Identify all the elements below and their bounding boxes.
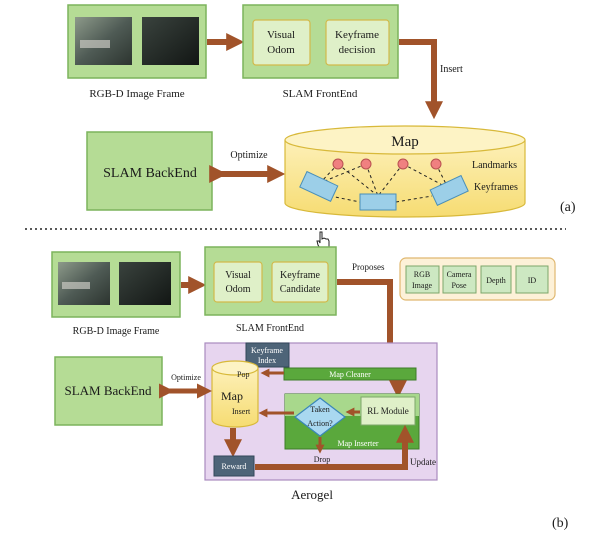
optimize-label-a: Optimize <box>230 150 268 161</box>
keyframe-index-line2: Index <box>258 356 276 365</box>
update-label: Update <box>410 457 436 467</box>
rgb-image-desk-b <box>62 282 90 289</box>
proposes-label-b: Proposes <box>352 262 385 272</box>
map-cleaner-label: Map Cleaner <box>329 370 371 379</box>
slam-backend-box-a <box>86 131 213 211</box>
rl-module-box <box>360 396 416 426</box>
visual-odom-box-b <box>213 261 263 303</box>
frontend-label-b: SLAM FrontEnd <box>236 323 304 334</box>
frontend-label-a: SLAM FrontEnd <box>283 88 358 100</box>
keyframe-candidate-line2-b: Candidate <box>280 284 321 295</box>
landmarks-label-a: Landmarks <box>472 160 517 171</box>
optimize-label-b: Optimize <box>171 373 201 382</box>
map-inserter-label: Map Inserter <box>337 439 378 448</box>
landmarks-a <box>319 158 449 203</box>
insert-label-b: Insert <box>232 407 251 416</box>
insert-label-a: Insert <box>440 64 463 75</box>
rgbd-label-b: RGB-D Image Frame <box>73 326 160 337</box>
slam-backend-box-b <box>54 356 163 426</box>
pop-label: Pop <box>237 370 249 379</box>
reward-label: Reward <box>222 462 247 471</box>
landmark-point <box>430 158 442 170</box>
visual-odom-line1-b: Visual <box>225 270 251 281</box>
aerogel-label: Aerogel <box>291 487 333 502</box>
attr-depth <box>480 265 512 294</box>
keyframe-decision-line2-a: decision <box>339 44 376 56</box>
panel-tag-b: (b) <box>552 516 569 531</box>
keyframe-candidate-box-b <box>271 261 329 303</box>
taken-action-line2: Action? <box>307 419 333 428</box>
visual-odom-box-a <box>252 19 311 66</box>
keyframes-a <box>299 170 469 211</box>
keyframe-decision-line1-a: Keyframe <box>335 29 379 41</box>
landmark-point <box>360 158 372 170</box>
attr-rgb-line1: RGB <box>414 270 430 279</box>
attr-camera-line1: Camera <box>447 270 472 279</box>
depth-image-thumb-b <box>119 262 171 305</box>
drop-label: Drop <box>314 455 330 464</box>
map-label-a: Map <box>391 134 419 150</box>
visual-odom-line1-a: Visual <box>267 29 295 41</box>
arrow-update <box>255 424 414 470</box>
attr-depth-label: Depth <box>486 276 506 285</box>
landmark-point <box>397 158 409 170</box>
attr-camera-pose <box>442 265 477 294</box>
map-cylinder-a <box>284 125 526 218</box>
keyframe-candidate-line1-b: Keyframe <box>280 270 321 281</box>
keyframe-index-box <box>245 342 290 368</box>
attr-camera-line2: Pose <box>451 281 467 290</box>
keyframe-box <box>299 170 339 203</box>
reward-box <box>213 455 255 477</box>
backend-label-a: SLAM BackEnd <box>103 166 197 181</box>
backend-label-b: SLAM BackEnd <box>64 383 152 398</box>
arrow-insert-a <box>399 39 443 120</box>
attr-id <box>515 265 549 294</box>
attr-rgb-image <box>405 265 440 294</box>
keyframe-decision-box-a <box>325 19 390 66</box>
rl-module-label: RL Module <box>367 406 408 416</box>
panel-tag-a: (a) <box>560 200 576 215</box>
keyframes-label-a: Keyframes <box>474 182 518 193</box>
depth-image-thumb-a <box>142 17 199 65</box>
arrow-proposes-b <box>337 279 399 366</box>
keyframe-index-line1: Keyframe <box>251 346 283 355</box>
visual-odom-line2-a: Odom <box>267 44 295 56</box>
map-cylinder-b <box>211 360 259 428</box>
taken-action-line1: Taken <box>310 405 329 414</box>
panel-a: RGB-D Image Frame Visual Odom Keyframe d… <box>67 4 576 218</box>
keyframe-box <box>429 174 469 207</box>
panel-b: RGB-D Image Frame Visual Odom Keyframe C… <box>51 246 569 531</box>
visual-odom-line2-b: Odom <box>226 284 251 295</box>
attr-id-label: ID <box>528 276 537 285</box>
rgb-image-desk-a <box>80 40 110 48</box>
attr-rgb-line2: Image <box>412 281 432 290</box>
landmark-point <box>332 158 344 170</box>
map-label-b: Map <box>221 389 243 403</box>
keyframe-box <box>359 193 397 211</box>
taken-action-diamond <box>294 397 346 437</box>
rgbd-label-a: RGB-D Image Frame <box>89 88 184 100</box>
